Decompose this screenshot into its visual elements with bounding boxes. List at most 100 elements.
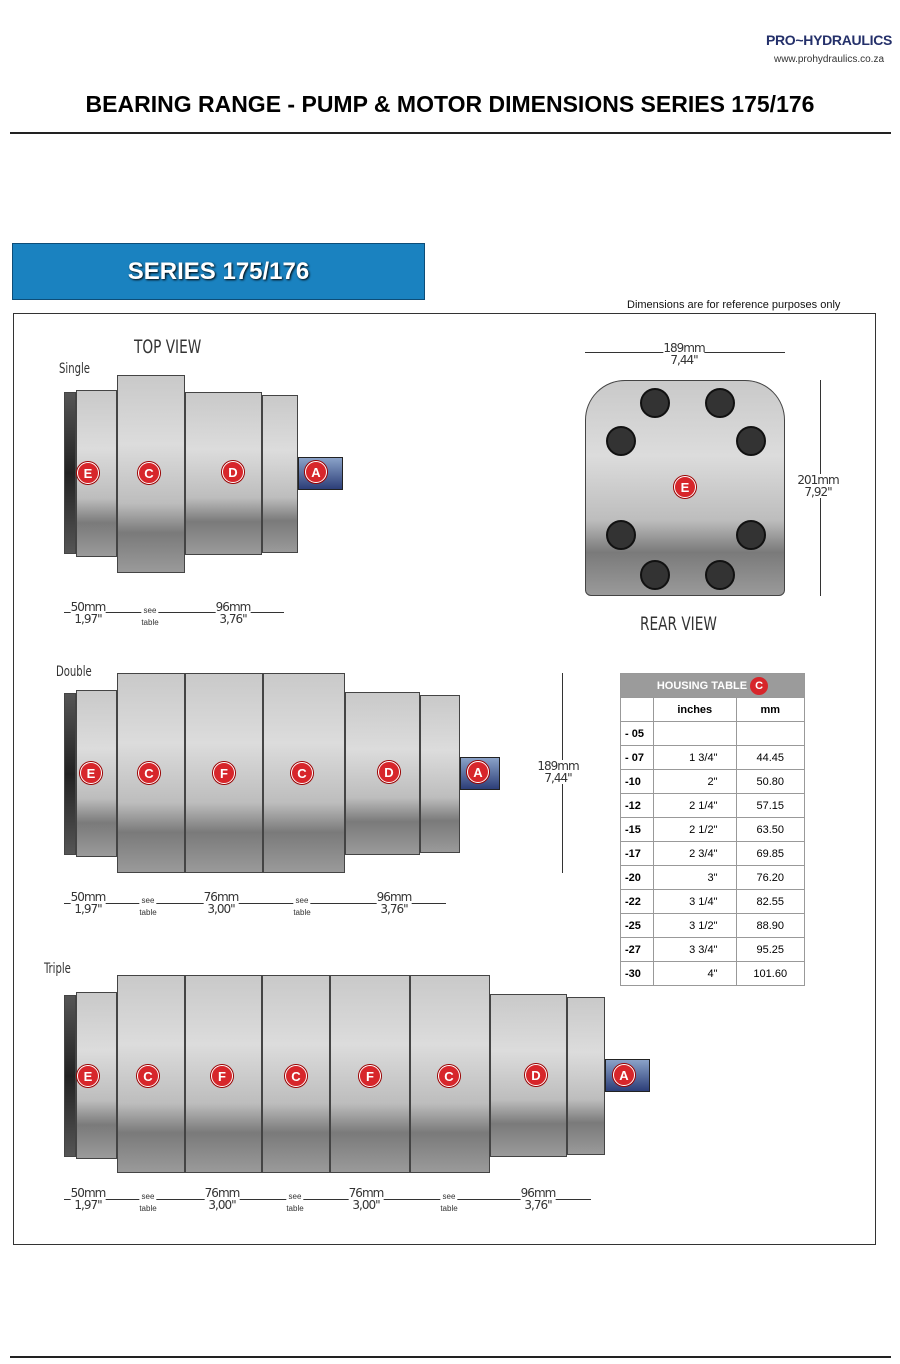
size-code: -25 <box>620 913 654 938</box>
inches-cell: 2 3/4" <box>653 841 737 866</box>
inches-cell: 3 1/2" <box>653 913 737 938</box>
marker-e: E <box>80 762 102 784</box>
mm-cell: 44.45 <box>735 745 805 770</box>
footer-divider <box>10 1356 891 1358</box>
inches-cell: 3" <box>653 865 737 890</box>
top-view-heading: TOP VIEW <box>134 336 202 358</box>
marker-c: C <box>438 1065 460 1087</box>
marker-c: C <box>750 676 769 695</box>
inches-cell: 2 1/4" <box>653 793 737 818</box>
marker-f: F <box>211 1065 233 1087</box>
inches-cell: 3 3/4" <box>653 937 737 962</box>
triple-label: Triple <box>44 961 71 977</box>
inches-cell: 3 1/4" <box>653 889 737 914</box>
inches-cell: 2 1/2" <box>653 817 737 842</box>
size-code: -10 <box>620 769 654 794</box>
marker-f: F <box>213 762 235 784</box>
table-row: - 05 <box>620 721 805 746</box>
mm-cell: 82.55 <box>735 889 805 914</box>
housing-table-title: HOUSING TABLE C <box>620 673 805 698</box>
size-code: - 07 <box>620 745 654 770</box>
mm-cell: 76.20 <box>735 865 805 890</box>
size-code: -30 <box>620 961 654 986</box>
size-code: -27 <box>620 937 654 962</box>
col-inches: inches <box>653 697 737 722</box>
inches-cell: 2" <box>653 769 737 794</box>
series-banner: SERIES 175/176 <box>12 243 425 300</box>
mm-cell: 101.60 <box>735 961 805 986</box>
col-mm: mm <box>735 697 805 722</box>
inches-cell: 4" <box>653 961 737 986</box>
size-code: -22 <box>620 889 654 914</box>
mm-cell: 88.90 <box>735 913 805 938</box>
divider <box>10 132 891 134</box>
logo-name: PRO~HYDRAULICS <box>765 32 893 48</box>
pro-hydraulics-logo: PRO~HYDRAULICS www.prohydraulics.co.za <box>764 32 894 65</box>
size-code: -17 <box>620 841 654 866</box>
marker-c: C <box>138 462 160 484</box>
mm-cell <box>735 721 805 746</box>
mm-cell: 63.50 <box>735 817 805 842</box>
inches-cell <box>653 721 737 746</box>
mm-cell: 57.15 <box>735 793 805 818</box>
marker-a: A <box>305 461 327 483</box>
single-label: Single <box>59 361 90 377</box>
size-code: -20 <box>620 865 654 890</box>
page-title: BEARING RANGE - PUMP & MOTOR DIMENSIONS … <box>85 91 815 117</box>
mm-cell: 95.25 <box>735 937 805 962</box>
marker-e: E <box>77 1065 99 1087</box>
marker-c: C <box>138 762 160 784</box>
marker-e: E <box>674 476 696 498</box>
rear-view-heading: REAR VIEW <box>640 613 717 635</box>
marker-f: F <box>359 1065 381 1087</box>
marker-c: C <box>285 1065 307 1087</box>
marker-d: D <box>525 1064 547 1086</box>
marker-e: E <box>77 462 99 484</box>
marker-a: A <box>467 761 489 783</box>
mm-cell: 50.80 <box>735 769 805 794</box>
drawing-frame <box>13 313 876 1245</box>
inches-cell: 1 3/4" <box>653 745 737 770</box>
size-code: -15 <box>620 817 654 842</box>
logo-url[interactable]: www.prohydraulics.co.za <box>773 54 885 65</box>
marker-a: A <box>613 1064 635 1086</box>
marker-d: D <box>222 461 244 483</box>
reference-note: Dimensions are for reference purposes on… <box>627 299 841 311</box>
marker-c: C <box>291 762 313 784</box>
size-code: -12 <box>620 793 654 818</box>
mm-cell: 69.85 <box>735 841 805 866</box>
size-code: - 05 <box>620 721 654 746</box>
marker-d: D <box>378 761 400 783</box>
marker-c: C <box>137 1065 159 1087</box>
double-label: Double <box>56 664 92 680</box>
